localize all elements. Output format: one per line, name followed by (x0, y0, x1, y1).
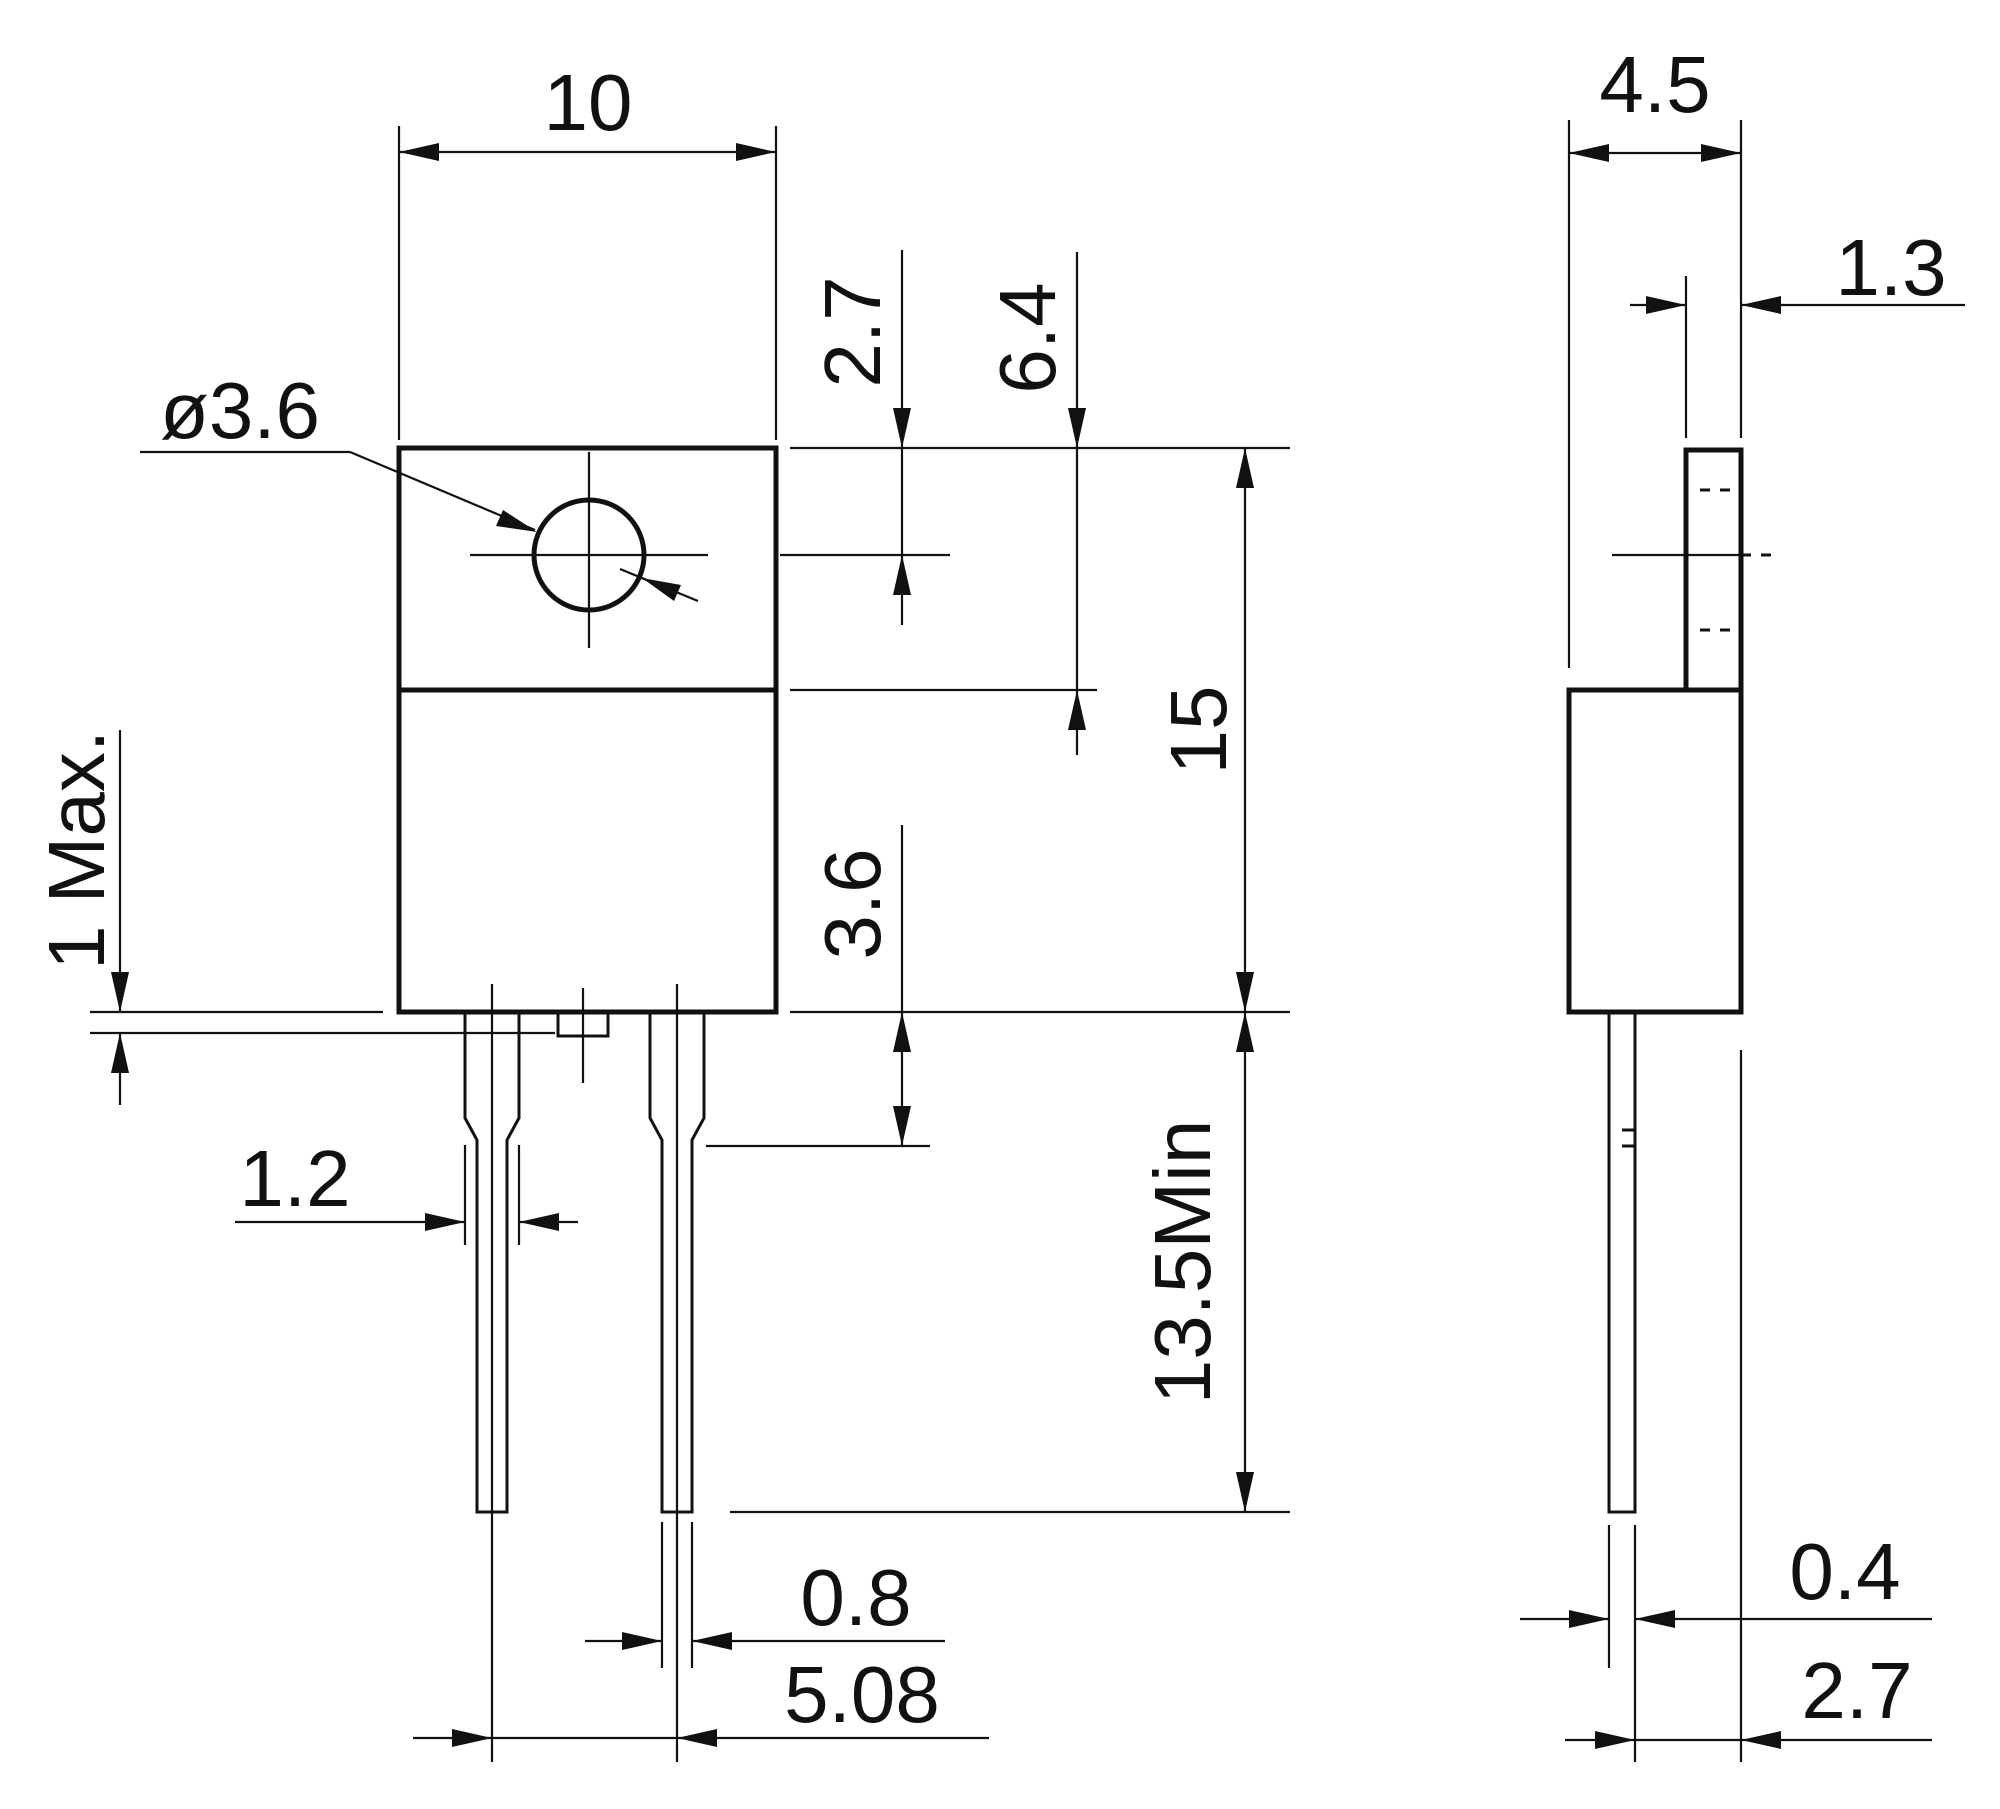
dim-label-hole-center-offset: 2.7 (808, 276, 897, 387)
dim-lead-shoulder: 3.6 (808, 825, 911, 1146)
dim-side-thickness: 4.5 (1567, 40, 1743, 668)
side-view (1566, 447, 1780, 1514)
dim-standoff: 1 Max. (32, 730, 555, 1105)
dim-label-standoff: 1 Max. (32, 730, 121, 970)
dim-label-body-height: 15 (1154, 686, 1243, 775)
dim-label-tab-height: 6.4 (983, 282, 1072, 393)
dim-body-width: 10 (397, 58, 778, 440)
dim-label-lead-offset: 2.7 (1801, 1646, 1912, 1735)
body-outline (396, 687, 779, 1015)
dim-label-lead-width-upper: 1.2 (239, 1134, 350, 1223)
dim-lead-thickness: 0.4 (1520, 1527, 1932, 1628)
dim-lead-width-upper: 1.2 (235, 1134, 578, 1245)
dim-hole-diameter: ø3.6 (140, 366, 699, 603)
side-extension-lines (1607, 1050, 1743, 1762)
front-extension-lines (706, 446, 1290, 1514)
dim-label-lead-width-lower: 0.8 (800, 1553, 911, 1642)
dim-label-tab-thickness: 1.3 (1835, 223, 1946, 312)
dim-label-side-thickness: 4.5 (1599, 40, 1710, 129)
side-lead-outline (1607, 1010, 1637, 1514)
dim-label-lead-shoulder: 3.6 (808, 848, 897, 959)
side-tab-outline (1683, 447, 1744, 693)
dim-hole-center-offset: 2.7 (808, 250, 911, 625)
dim-label-lead-thickness: 0.4 (1789, 1527, 1900, 1616)
dim-label-lead-length: 13.5Min (1138, 1120, 1227, 1405)
dim-tab-thickness: 1.3 (1630, 223, 1965, 438)
dim-tab-height: 6.4 (983, 252, 1086, 755)
front-view (396, 445, 779, 1762)
side-body-outline (1566, 687, 1744, 1015)
dim-lead-pitch: 5.08 (413, 1650, 989, 1747)
dim-label-lead-pitch: 5.08 (784, 1650, 940, 1739)
dim-label-body-width: 10 (544, 58, 633, 147)
tab-outline (396, 445, 779, 693)
dim-body-height: 15 (1154, 448, 1254, 1012)
dim-lead-width-lower: 0.8 (585, 1522, 945, 1668)
dim-lead-offset: 2.7 (1565, 1646, 1932, 1749)
dim-lead-length: 13.5Min (1138, 1012, 1254, 1512)
dim-label-hole-diameter: ø3.6 (160, 366, 320, 455)
